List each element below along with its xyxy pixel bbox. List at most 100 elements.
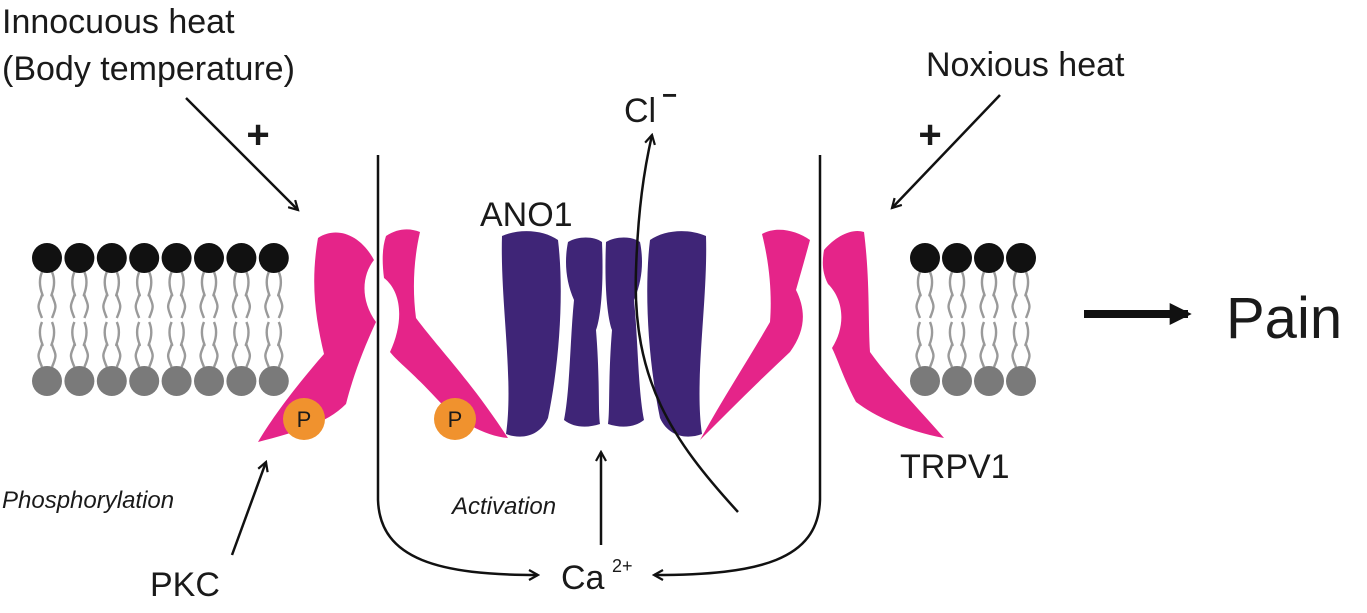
lipid-tail <box>69 321 77 368</box>
lipid-head-inner <box>32 366 62 396</box>
lipid-tail <box>231 321 239 368</box>
lipid-tail <box>147 321 154 368</box>
phosphate-label-left: P <box>297 407 312 432</box>
calcium-charge-label: 2+ <box>612 556 633 576</box>
lipid-tail <box>166 321 174 368</box>
lipid-tail <box>264 321 271 368</box>
lipid-head-outer <box>96 243 127 273</box>
lipid-head-inner <box>194 366 224 396</box>
lipid-bilayer-right <box>910 243 1036 396</box>
trpv1-channel-right <box>700 229 944 440</box>
lipid-head-outer <box>32 243 62 273</box>
ano1-label: ANO1 <box>480 196 573 234</box>
ano1-center-left-subunit <box>564 237 603 427</box>
lipid-head-inner <box>258 366 289 396</box>
lipid-tail <box>928 271 935 319</box>
phosphorylation-arrow <box>230 462 266 556</box>
lipid-tail <box>915 321 922 368</box>
lipid-head-inner <box>1006 366 1036 396</box>
lipid-tail <box>1024 271 1031 319</box>
lipid-tail <box>166 271 174 319</box>
lipid-head-outer <box>942 243 972 273</box>
lipid-tail <box>212 321 219 368</box>
lipid-head-inner <box>974 366 1004 396</box>
lipid-tail <box>102 321 109 368</box>
lipid-tail <box>244 321 252 368</box>
lipid-head-outer <box>129 243 160 273</box>
lipid-head-outer <box>226 243 257 273</box>
pkc-label: PKC <box>150 566 220 604</box>
lipid-tail <box>147 271 154 319</box>
lipid-head-outer <box>194 243 224 273</box>
phospholipid-right-0 <box>910 243 940 396</box>
ano1-left-subunit <box>501 231 561 437</box>
lipid-tail <box>114 271 122 319</box>
lipid-tail <box>231 271 239 319</box>
lipid-tail <box>134 271 142 319</box>
lipid-tail <box>960 271 967 319</box>
lipid-tail <box>37 271 44 319</box>
chloride-label: Cl <box>624 92 656 130</box>
lipid-tail <box>244 271 252 319</box>
ano1-center-right-subunit <box>605 237 644 427</box>
phosphate-group-left <box>283 398 325 440</box>
lipid-tail <box>1011 321 1018 368</box>
calcium-flow-right-arrow <box>654 155 822 575</box>
noxious-heat-arrow <box>892 94 1001 208</box>
chloride-efflux-arrow <box>634 135 739 513</box>
calcium-flow-left-arrow <box>376 155 538 575</box>
phospholipid-left-6 <box>226 243 257 396</box>
ano1-right-subunit <box>647 231 707 437</box>
lipid-tail <box>69 271 77 319</box>
phospholipid-left-1 <box>64 243 95 396</box>
lipid-tail <box>82 321 90 368</box>
lipid-tail <box>992 271 999 319</box>
lipid-tail <box>276 321 284 368</box>
lipid-tail <box>50 321 57 368</box>
lipid-head-inner <box>129 366 160 396</box>
innocuous-heat-label: Innocuous heat <box>2 3 235 41</box>
lipid-tail <box>102 271 109 319</box>
lipid-head-outer <box>161 243 192 273</box>
lipid-head-inner <box>96 366 127 396</box>
lipid-head-inner <box>226 366 257 396</box>
phospholipid-left-0 <box>32 243 62 396</box>
lipid-tail <box>134 321 142 368</box>
lipid-tail <box>179 321 187 368</box>
lipid-tail <box>50 271 57 319</box>
phospholipid-right-2 <box>974 243 1004 396</box>
lipid-tail <box>199 271 206 319</box>
lipid-tail <box>928 321 935 368</box>
phospholipid-right-1 <box>942 243 972 396</box>
lipid-tail <box>276 271 284 319</box>
plus-sign-left: + <box>246 113 269 157</box>
lipid-head-inner <box>64 366 95 396</box>
trpv1-left-inner-subunit <box>382 229 508 438</box>
chloride-charge-label: − <box>662 80 677 110</box>
lipid-tail <box>979 321 986 368</box>
lipid-tail <box>1011 271 1018 319</box>
phospholipid-left-5 <box>194 243 224 396</box>
phosphate-group-right <box>434 398 476 440</box>
phosphate-label-right: P <box>448 407 463 432</box>
lipid-tail <box>179 271 187 319</box>
pain-label: Pain <box>1226 286 1342 351</box>
lipid-tail <box>960 321 967 368</box>
trpv1-label: TRPV1 <box>900 448 1010 486</box>
phospholipid-left-2 <box>96 243 127 396</box>
activation-label: Activation <box>450 493 556 520</box>
lipid-head-outer <box>258 243 289 273</box>
plus-sign-right: + <box>918 113 941 157</box>
ano1-channel <box>501 231 707 437</box>
phosphorylation-label: Phosphorylation <box>2 487 174 514</box>
lipid-tail <box>992 321 999 368</box>
lipid-head-inner <box>942 366 972 396</box>
body-temperature-label: (Body temperature) <box>2 50 295 88</box>
lipid-head-outer <box>974 243 1004 273</box>
lipid-tail <box>947 271 954 319</box>
trpv1-right-inner-subunit <box>700 229 810 440</box>
lipid-tail <box>947 321 954 368</box>
lipid-tail <box>114 321 122 368</box>
lipid-head-inner <box>910 366 940 396</box>
